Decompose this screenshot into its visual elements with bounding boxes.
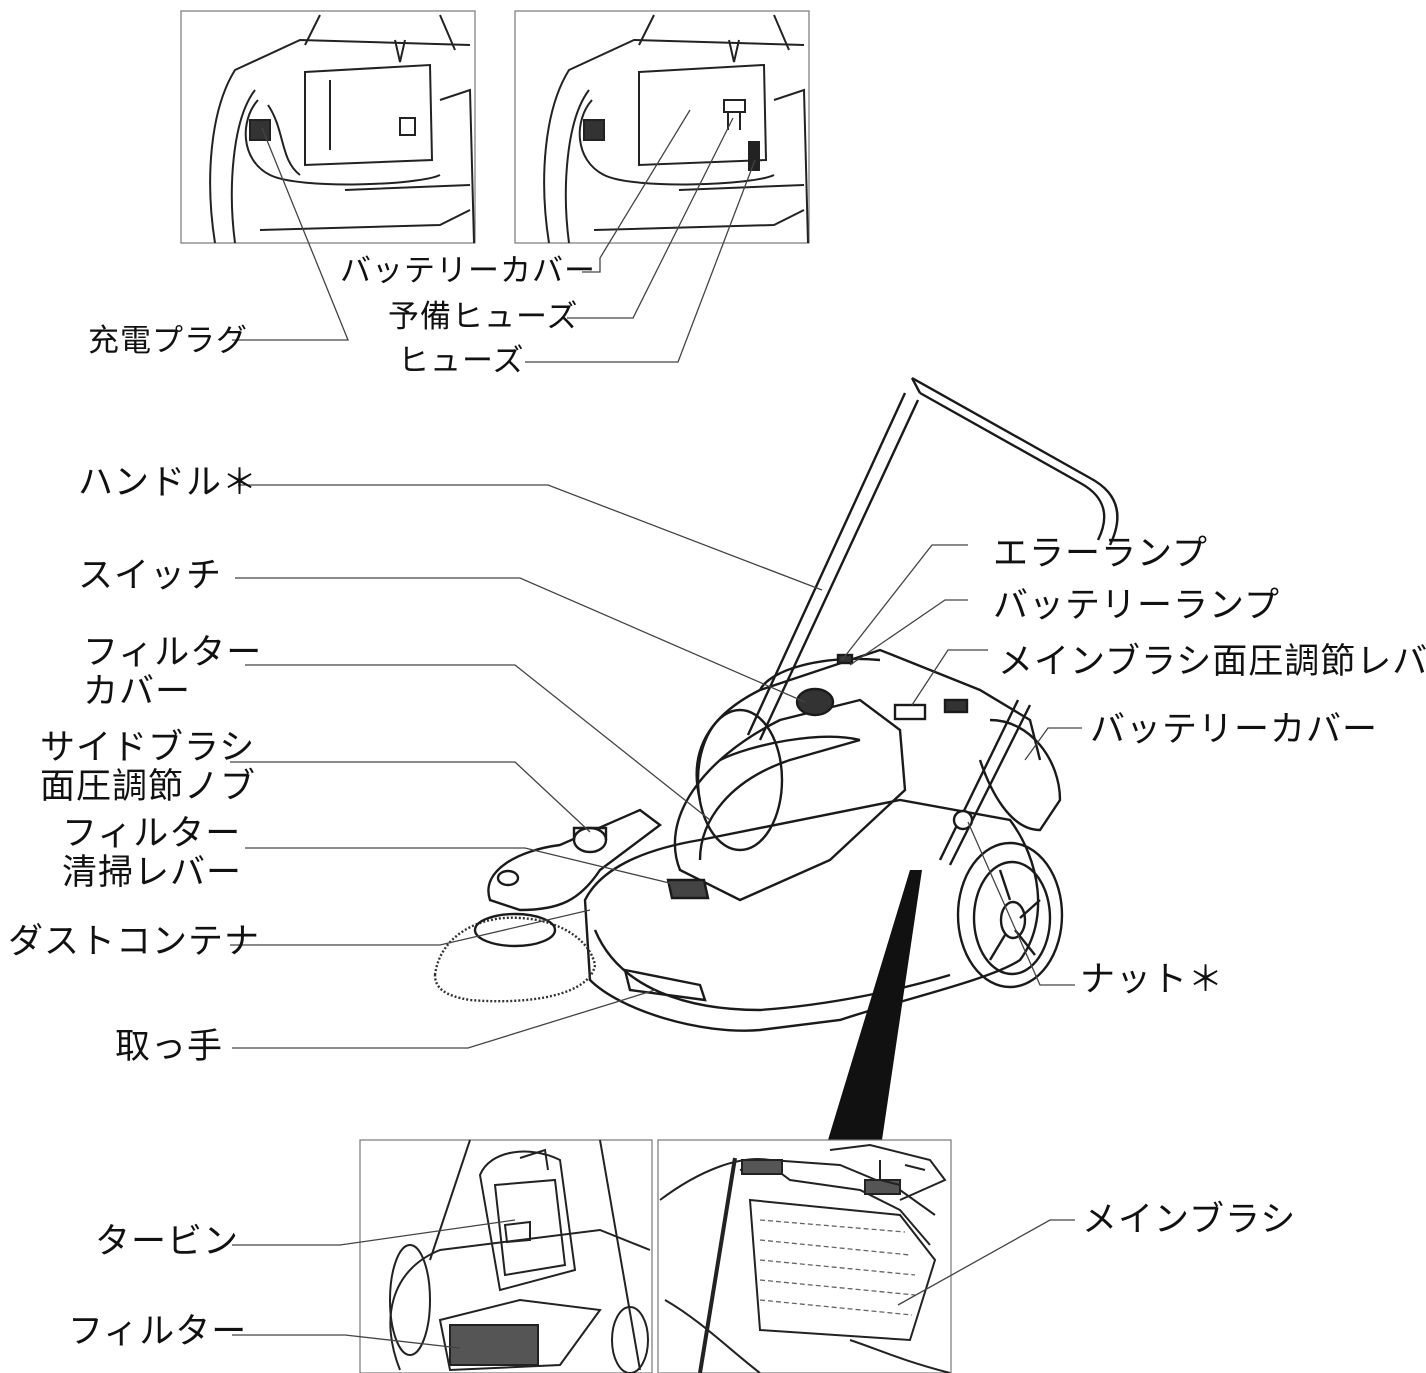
leader-spare-fuse bbox=[567, 117, 734, 319]
label-filter: フィルター bbox=[68, 1312, 248, 1352]
leader-lines-top bbox=[232, 109, 756, 363]
leader-battery-cover-main bbox=[1024, 727, 1082, 761]
label-error-lamp: エラーランプ bbox=[993, 534, 1208, 574]
leader-main-brush-lever bbox=[911, 649, 988, 706]
leader-dust-container bbox=[230, 909, 591, 946]
filter-turbine-illustration bbox=[389, 1139, 651, 1373]
label-filter-clean-lever-line2: 清掃レバー bbox=[62, 853, 243, 893]
battery-compartment-illustration-left bbox=[209, 14, 475, 244]
leader-charging-plug bbox=[232, 127, 349, 341]
leader-lines-bottom bbox=[232, 1219, 1075, 1349]
leader-battery-lamp bbox=[849, 599, 968, 666]
label-turbine: タービン bbox=[95, 1222, 240, 1262]
main-brush-illustration bbox=[659, 1143, 951, 1373]
zoom-wedge bbox=[828, 870, 922, 1140]
label-spare-fuse: 予備ヒューズ bbox=[388, 299, 579, 335]
label-side-brush-knob-line1: サイドブラシ bbox=[40, 728, 256, 768]
leader-main-brush bbox=[897, 1219, 1075, 1306]
leader-fuse bbox=[525, 159, 756, 363]
sweeper-main-illustration bbox=[433, 376, 1119, 1032]
leader-battery-cover-top bbox=[582, 109, 691, 273]
leader-filter-cover bbox=[245, 664, 711, 821]
label-fuse: ヒューズ bbox=[398, 343, 525, 379]
label-battery-cover-top: バッテリーカバー bbox=[340, 253, 596, 289]
label-battery-cover-main: バッテリーカバー bbox=[1090, 710, 1379, 750]
leader-lines-main bbox=[230, 484, 1082, 1049]
label-charging-plug: 充電プラグ bbox=[88, 323, 248, 359]
label-dust-container: ダストコンテナ bbox=[8, 922, 261, 962]
leader-turbine bbox=[232, 1219, 516, 1246]
label-main-brush-lever: メインブラシ面圧調節レバー bbox=[998, 642, 1426, 682]
leader-grip bbox=[232, 989, 656, 1049]
leader-switch bbox=[235, 577, 806, 703]
label-handle: ハンドル＊ bbox=[78, 463, 259, 503]
leader-filter bbox=[232, 1334, 461, 1349]
label-filter-cover-line1: フィルター bbox=[83, 633, 263, 673]
leader-side-brush-knob bbox=[230, 761, 591, 833]
battery-compartment-illustration-right bbox=[543, 14, 809, 244]
label-battery-lamp: バッテリーランプ bbox=[993, 586, 1280, 626]
leader-handle bbox=[238, 484, 823, 591]
leader-error-lamp bbox=[841, 544, 968, 661]
label-filter-clean-lever-line1: フィルター bbox=[62, 814, 242, 854]
inset-frame-main-brush bbox=[657, 1139, 952, 1373]
label-grip: 取っ手 bbox=[115, 1027, 224, 1067]
inset-frame-fuse bbox=[514, 10, 810, 244]
label-switch: スイッチ bbox=[78, 556, 223, 596]
leader-nut bbox=[967, 821, 1075, 986]
label-main-brush: メインブラシ bbox=[1082, 1200, 1297, 1240]
label-nut: ナット＊ bbox=[1080, 960, 1225, 1000]
inset-frame-charging-plug bbox=[180, 10, 476, 244]
label-side-brush-knob-line2: 面圧調節ノブ bbox=[40, 767, 257, 807]
leader-filter-clean-lever bbox=[245, 847, 691, 889]
label-filter-cover-line2: カバー bbox=[83, 672, 192, 712]
inset-frame-filter bbox=[359, 1139, 653, 1373]
